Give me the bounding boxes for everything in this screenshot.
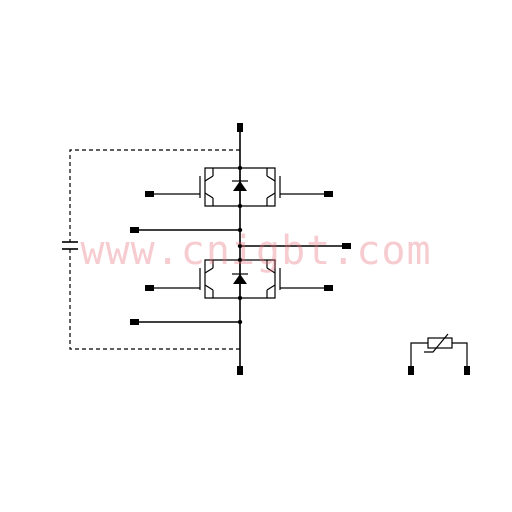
main-bus <box>237 123 243 375</box>
terminal-bottom <box>237 366 243 375</box>
upper-igbt-right <box>266 168 333 206</box>
upper-right-gate-terminal <box>324 191 333 197</box>
upper-igbt-left <box>145 168 214 206</box>
left-terminal-upper <box>130 227 139 233</box>
lower-igbt-right <box>266 260 333 298</box>
lower-right-gate-terminal <box>324 285 333 291</box>
thermistor-terminal-right <box>464 366 470 375</box>
lower-igbt-left <box>145 260 214 298</box>
right-output-terminal <box>342 243 351 249</box>
terminal-top <box>237 123 243 132</box>
lower-left-gate-terminal <box>145 285 154 291</box>
upper-freewheel-diode <box>232 168 248 206</box>
left-terminal-lower <box>130 319 139 325</box>
lower-freewheel-diode <box>232 260 248 298</box>
thermistor-terminal-left <box>408 366 414 375</box>
side-terminals <box>130 227 351 325</box>
upper-switch-cell <box>145 167 333 207</box>
lower-switch-cell <box>145 259 333 299</box>
dc-link-capacitor <box>62 149 240 350</box>
upper-left-gate-terminal <box>145 191 154 197</box>
ntc-thermistor <box>408 333 470 375</box>
